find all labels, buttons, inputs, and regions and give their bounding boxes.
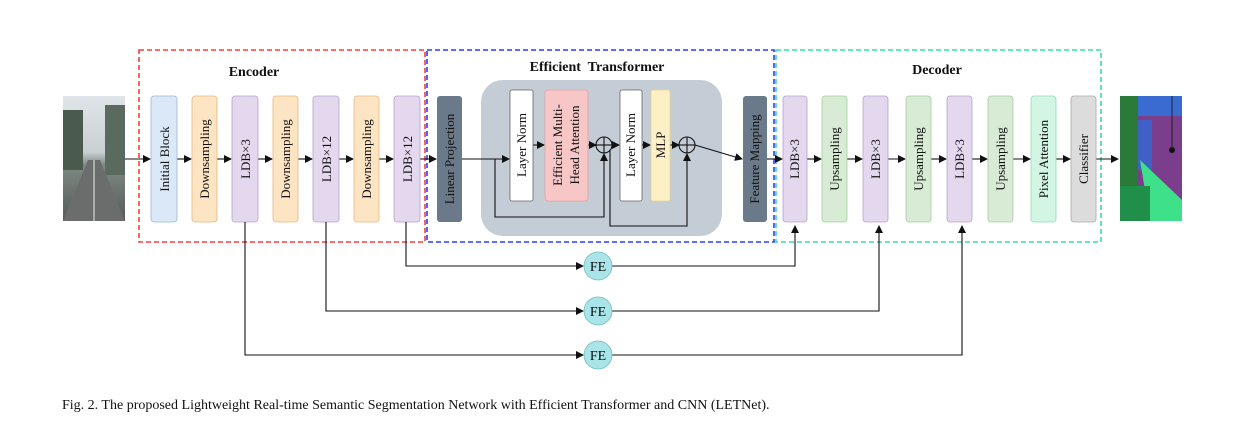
- skip-connections: [244, 222, 966, 359]
- fe-node-1-label: FE: [590, 260, 606, 275]
- fe-node-3-label: FE: [590, 349, 606, 364]
- encoder-region: [138, 49, 426, 243]
- output-segmentation-image: [1120, 96, 1182, 221]
- decoder-ldb-3: LDB×3: [946, 95, 973, 223]
- fe-node-1: FE: [583, 251, 613, 281]
- feature-mapping-block: Feature Mapping: [743, 96, 767, 222]
- input-image: [63, 96, 125, 221]
- layer-norm-2-block: Layer Norm: [619, 89, 643, 202]
- encoder-initial-block-label: Initial Block: [157, 126, 172, 192]
- decoder-upsampling-2-label: Upsampling: [911, 127, 926, 191]
- encoder-downsampling-1-label: Downsampling: [197, 119, 212, 199]
- decoder-upsampling-1: Upsampling: [821, 95, 848, 223]
- decoder-region: [775, 49, 1102, 243]
- encoder-ldb-1: LDB×3: [231, 95, 259, 223]
- encoder-downsampling-3: Downsampling: [353, 95, 380, 223]
- decoder-ldb-2: LDB×3: [862, 95, 889, 223]
- fe-node-3: FE: [583, 340, 613, 370]
- add-node-2: [678, 136, 696, 154]
- encoder-ldb-2: LDB×12: [312, 95, 340, 223]
- encoder-ldb-1-label: LDB×3: [238, 139, 253, 179]
- encoder-ldb-2-label: LDB×12: [319, 136, 334, 182]
- decoder-upsampling-2: Upsampling: [905, 95, 932, 223]
- linear-projection-label: Linear Projection: [442, 113, 457, 204]
- attention-label-line2: Head Attention: [567, 105, 582, 185]
- encoder-ldb-3-label: LDB×12: [400, 136, 415, 182]
- decoder-ldb-2-label: LDB×3: [868, 139, 883, 179]
- encoder-title: Encoder: [229, 65, 280, 80]
- mlp-block: MLP: [650, 89, 671, 202]
- pixel-attention-block: Pixel Attention: [1030, 95, 1057, 223]
- decoder-upsampling-3-label: Upsampling: [993, 127, 1008, 191]
- classifier-label: Classifier: [1076, 133, 1091, 183]
- fe-node-2-label: FE: [590, 305, 606, 320]
- encoder-ldb-3: LDB×12: [393, 95, 421, 223]
- attention-label-line1: Efficient Multi-: [550, 104, 565, 186]
- layer-norm-1-label: Layer Norm: [514, 113, 529, 177]
- mlp-label: MLP: [653, 132, 668, 159]
- decoder-ldb-1-label: LDB×3: [787, 139, 802, 179]
- transformer-title: Efficient Transformer: [530, 60, 665, 75]
- decoder-title: Decoder: [912, 63, 962, 78]
- pixel-attention-label: Pixel Attention: [1036, 119, 1051, 198]
- decoder-upsampling-1-label: Upsampling: [827, 127, 842, 191]
- classifier-block: Classifier: [1070, 95, 1097, 223]
- feature-mapping-label: Feature Mapping: [747, 114, 762, 204]
- attention-block: Efficient Multi- Head Attention: [544, 89, 589, 202]
- main-flow-arrows: [125, 141, 1119, 227]
- layer-norm-1-block: Layer Norm: [509, 89, 534, 202]
- decoder-ldb-3-label: LDB×3: [952, 139, 967, 179]
- decoder-ldb-1: LDB×3: [782, 95, 808, 223]
- encoder-initial-block: Initial Block: [150, 95, 178, 223]
- fe-node-2: FE: [583, 296, 613, 326]
- encoder-downsampling-2-label: Downsampling: [278, 119, 293, 199]
- add-node-1: [595, 136, 613, 154]
- linear-projection-block: Linear Projection: [437, 96, 462, 222]
- figure-caption: Fig. 2. The proposed Lightweight Real-ti…: [62, 398, 770, 413]
- encoder-downsampling-1: Downsampling: [191, 95, 218, 223]
- layer-norm-2-label: Layer Norm: [623, 113, 638, 177]
- transformer-region: [426, 49, 775, 243]
- encoder-downsampling-2: Downsampling: [272, 95, 299, 223]
- encoder-downsampling-3-label: Downsampling: [359, 119, 374, 199]
- decoder-upsampling-3: Upsampling: [987, 95, 1014, 223]
